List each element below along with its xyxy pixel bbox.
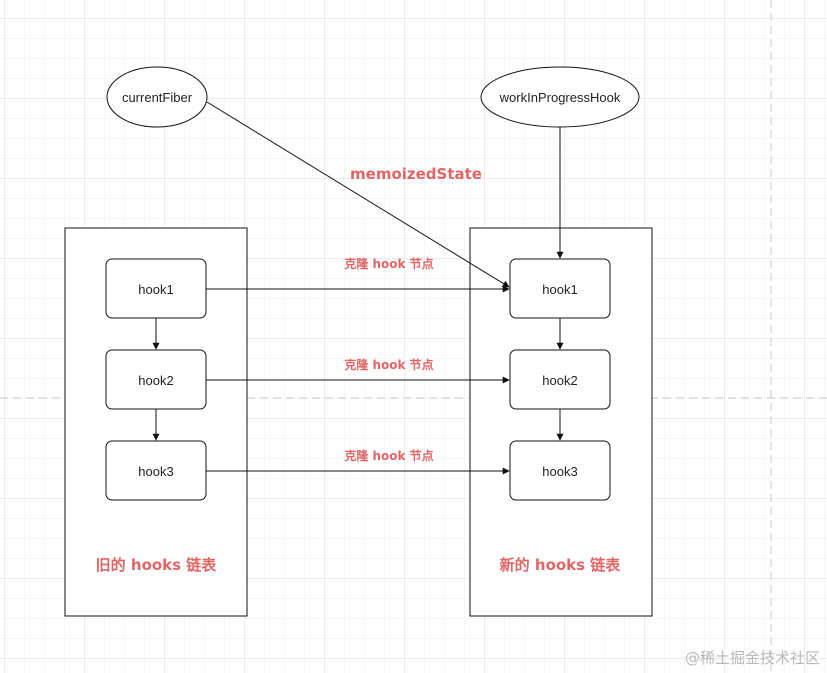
current-fiber-label: currentFiber <box>122 90 193 105</box>
old-list-caption: 旧的 hooks 链表 <box>96 556 218 574</box>
new-hook1-label: hook1 <box>542 282 577 297</box>
old-hook1-label: hook1 <box>138 282 173 297</box>
clone-label-2: 克隆 hook 节点 <box>344 357 433 372</box>
current-fiber-arrow <box>206 101 510 288</box>
current-fiber-node <box>106 66 208 128</box>
clone-label-1: 克隆 hook 节点 <box>344 256 433 271</box>
watermark: @稀土掘金技术社区 <box>685 649 820 667</box>
new-list-caption: 新的 hooks 链表 <box>500 556 622 574</box>
clone-label-3: 克隆 hook 节点 <box>344 448 433 463</box>
old-hook3-label: hook3 <box>138 464 173 479</box>
work-in-progress-hook-label: workInProgressHook <box>499 90 621 105</box>
new-hook2-label: hook2 <box>542 373 577 388</box>
new-hook3-label: hook3 <box>542 464 577 479</box>
new-hook3-node <box>509 440 611 501</box>
memoized-state-label: memoizedState <box>350 165 482 183</box>
old-hook2-label: hook2 <box>138 373 173 388</box>
